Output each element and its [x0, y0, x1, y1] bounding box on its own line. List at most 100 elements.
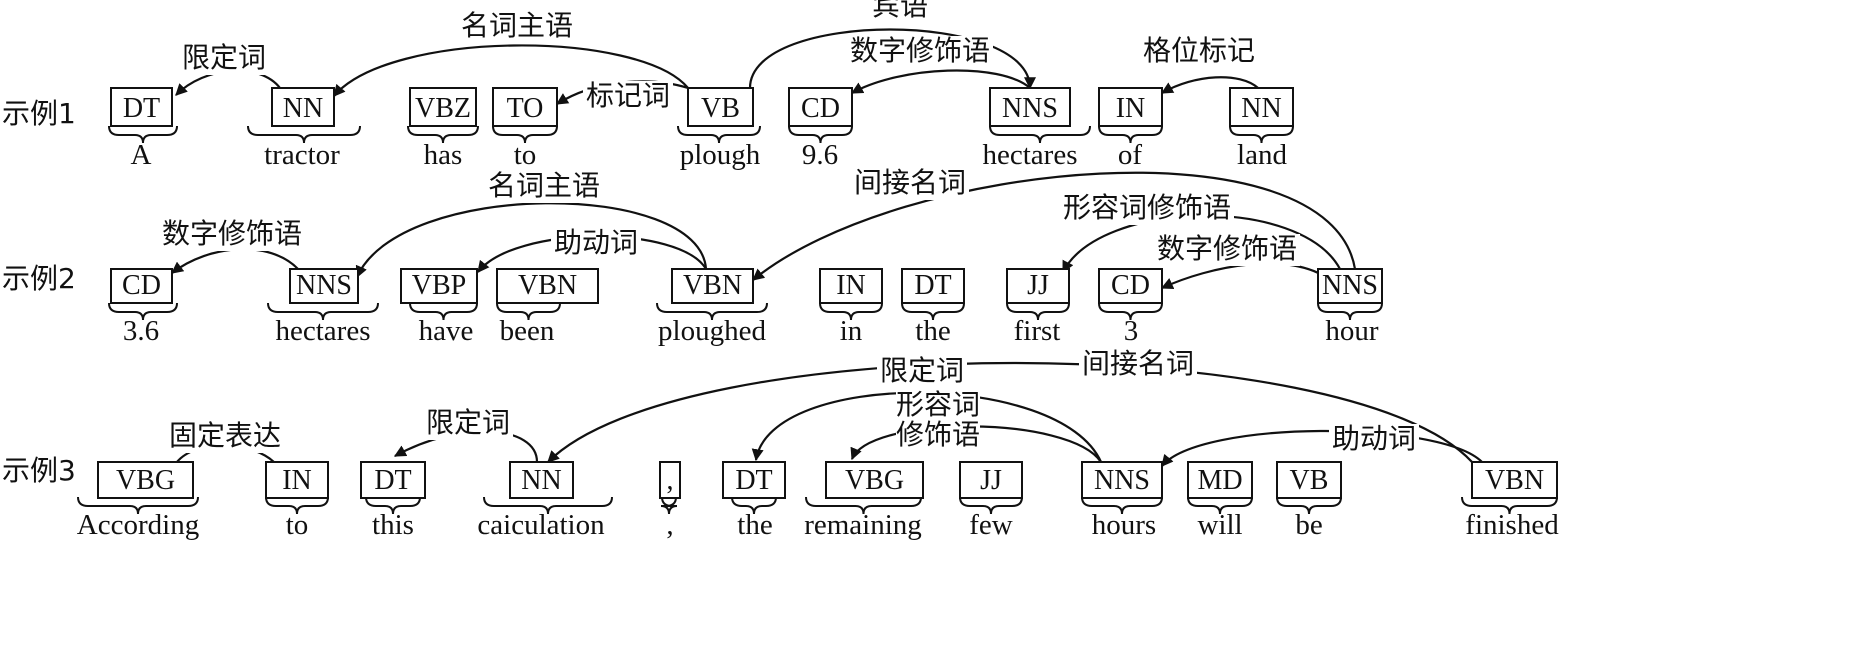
relation-label: 形容词修饰语	[1060, 191, 1234, 225]
word: A	[131, 139, 152, 171]
example-label: 示例2	[2, 262, 76, 295]
pos-tag-box	[1006, 268, 1070, 304]
relation-label-text: 数字修饰语	[162, 217, 302, 250]
brace	[819, 302, 883, 321]
brace	[77, 496, 199, 515]
brace	[901, 302, 965, 321]
pos-tag: NN	[1241, 93, 1281, 124]
pos-tag-box	[1229, 87, 1294, 127]
brace	[407, 125, 479, 144]
pos-tag: CD	[122, 270, 161, 301]
pos-tag: VBN	[1485, 465, 1544, 496]
relation-label-text: 限定词	[880, 354, 964, 387]
dependency-arc	[1160, 76, 1259, 94]
brace	[1081, 496, 1163, 515]
word: been	[500, 315, 555, 347]
relation-label-text: 助动词	[1332, 422, 1416, 455]
relation-label: 助动词	[551, 226, 641, 260]
word: first	[1014, 315, 1061, 347]
word: plough	[680, 139, 761, 171]
pos-tag: VBN	[683, 270, 742, 301]
dependency-arc	[1160, 262, 1331, 290]
token: CD9.6	[788, 87, 853, 171]
brace	[1229, 125, 1294, 144]
pos-tag: VB	[1290, 465, 1329, 496]
token: DT this	[360, 461, 426, 541]
brace	[656, 302, 768, 321]
relation-label-text: 间接名词	[854, 166, 966, 199]
pos-tag-box	[1187, 461, 1253, 499]
pos-tag-box	[360, 461, 426, 499]
word: ploughed	[658, 315, 766, 347]
brace	[496, 302, 561, 321]
brace	[1187, 496, 1253, 515]
pos-tag-box	[271, 87, 335, 127]
relation-label-text: 间接名词	[1082, 347, 1194, 380]
word: be	[1295, 509, 1322, 541]
pos-tag-box	[97, 461, 194, 499]
relation-label: 固定表达	[166, 419, 284, 453]
pos-tag: DT	[374, 465, 411, 496]
word: have	[419, 315, 474, 347]
dependency-arc	[752, 171, 1357, 281]
relation-label-text: 限定词	[426, 406, 510, 439]
brace	[247, 125, 361, 144]
relation-label-text: 宾语	[872, 0, 928, 22]
relation-label: 数字修饰语	[159, 217, 305, 251]
brace	[805, 496, 922, 515]
brace	[108, 302, 178, 321]
word: will	[1197, 509, 1242, 541]
brace	[989, 125, 1091, 144]
word: the	[915, 315, 950, 347]
word: remaining	[804, 509, 922, 541]
word: to	[286, 509, 309, 541]
brace	[1006, 302, 1070, 321]
word: the	[737, 509, 772, 541]
pos-tag: DT	[914, 270, 951, 301]
brace	[677, 125, 761, 144]
token: DT the	[901, 268, 965, 347]
relation-label-text: 数字修饰语	[850, 34, 990, 67]
word: 3	[1124, 315, 1139, 347]
pos-tag: NNS	[1322, 270, 1378, 301]
relation-label-text: 助动词	[554, 226, 638, 259]
relation-label: 名词主语	[485, 169, 603, 203]
pos-tag-box	[825, 461, 924, 499]
pos-tag: DT	[123, 93, 160, 124]
dependency-arc	[1161, 429, 1483, 467]
pos-tag: VBP	[412, 270, 466, 301]
dependency-arc	[850, 69, 1031, 94]
word: this	[372, 509, 414, 541]
relation-label-text: 形容词修饰语	[896, 388, 980, 451]
relation-label: 格位标记	[1140, 34, 1258, 68]
brace	[483, 496, 613, 515]
pos-tag: NNS	[296, 270, 352, 301]
word: of	[1118, 139, 1143, 171]
pos-tag: VBG	[116, 465, 175, 496]
pos-tag-box	[110, 268, 173, 304]
example-label: 示例1	[2, 97, 76, 130]
word: few	[969, 509, 1013, 541]
brace	[267, 302, 379, 321]
example-label: 示例3	[2, 454, 76, 487]
relation-label-text: 名词主语	[461, 9, 573, 42]
pos-tag-box	[687, 87, 754, 127]
token: CD3.6	[108, 268, 178, 347]
pos-tag-box	[409, 87, 477, 127]
relation-label-text: 名词主语	[488, 169, 600, 202]
relation-label-text: 标记词	[586, 79, 670, 112]
relation-label: 间接名词	[851, 166, 969, 200]
pos-tag-box	[659, 461, 681, 499]
